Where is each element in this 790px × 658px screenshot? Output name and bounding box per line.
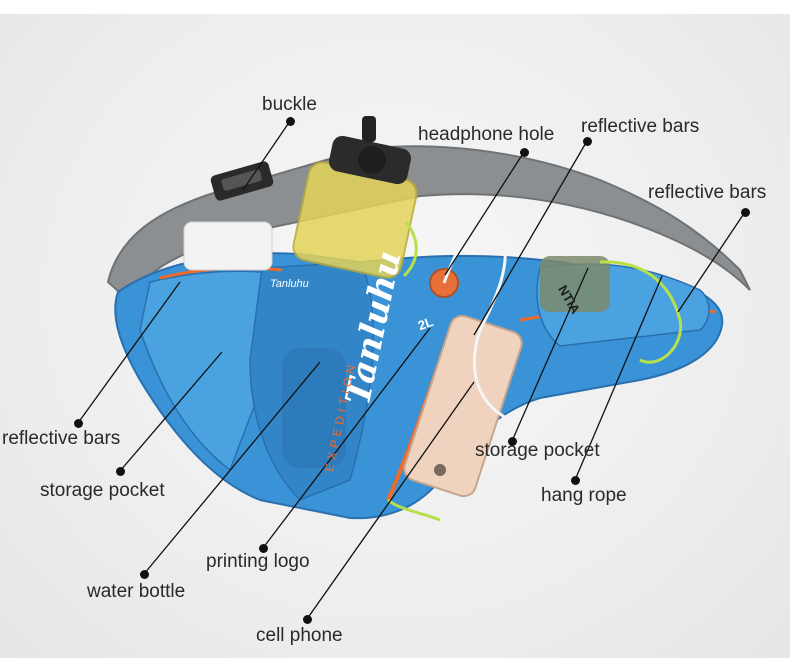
dot-hang-rope	[571, 476, 580, 485]
dot-buckle	[286, 117, 295, 126]
label-printing-logo: printing logo	[206, 551, 310, 572]
hang-rope-2	[402, 221, 418, 278]
label-water-bottle: water bottle	[87, 581, 186, 602]
label-reflective-bars-right: reflective bars	[648, 182, 767, 203]
label-storage-pocket-right: storage pocket	[475, 440, 600, 461]
dot-storage-pocket-left	[116, 467, 125, 476]
label-headphone-hole: headphone hole	[418, 124, 555, 145]
label-hang-rope: hang rope	[541, 485, 627, 506]
dot-headphone-hole	[520, 148, 529, 157]
dot-printing-logo	[259, 544, 268, 553]
label-buckle: buckle	[262, 94, 317, 115]
storage-item	[183, 221, 273, 271]
dot-reflective-bars-top	[583, 137, 592, 146]
dot-reflective-bars-left	[74, 419, 83, 428]
phone-shape	[403, 314, 523, 498]
label-storage-pocket-left: storage pocket	[40, 480, 165, 501]
hang-rope	[599, 260, 683, 364]
bag-small-logo: Tanluhu	[270, 278, 309, 290]
dot-cell-phone	[303, 615, 312, 624]
mesh-panel	[282, 348, 346, 468]
earphone-wire	[442, 218, 511, 422]
top-border	[0, 0, 790, 14]
glasses-case	[540, 256, 610, 312]
dot-storage-pocket-right	[508, 437, 517, 446]
leader-lines	[77, 120, 746, 620]
buckle-shape	[210, 161, 274, 201]
label-cell-phone: cell phone	[256, 625, 343, 646]
zip-pull	[387, 498, 441, 522]
dot-reflective-bars-right	[741, 208, 750, 217]
water-bottle-shape	[292, 116, 418, 279]
label-reflective-bars-top: reflective bars	[581, 116, 700, 137]
label-reflective-bars-left: reflective bars	[2, 428, 121, 449]
dot-water-bottle	[140, 570, 149, 579]
